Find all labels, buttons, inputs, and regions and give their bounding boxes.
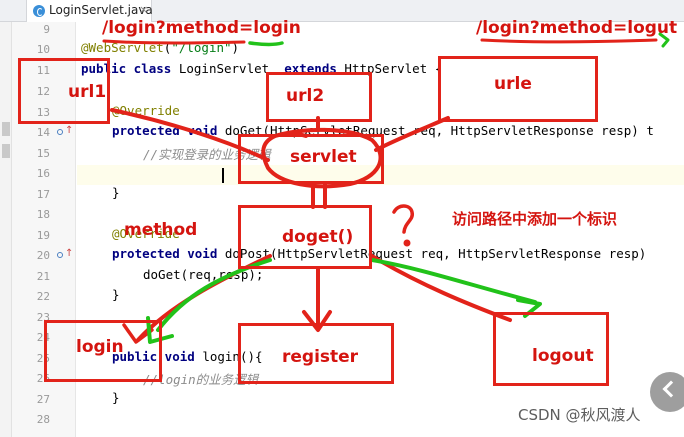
tab-login-servlet[interactable]: LoginServlet.java × [26, 0, 153, 22]
line-number: 12 [36, 85, 50, 98]
override-arrow-icon[interactable]: ↑ [65, 125, 74, 136]
tool-window-marker[interactable] [2, 122, 10, 136]
code-token: doPost(HttpServletRequest req, HttpServl… [217, 246, 647, 261]
line-number: 16 [36, 167, 50, 180]
line-number: 28 [36, 413, 50, 426]
logout-box [493, 312, 609, 386]
green-dash-logout [658, 32, 670, 48]
url2-label: url2 [286, 86, 325, 106]
servlet-box [238, 134, 384, 184]
code-token: login(){ [194, 349, 263, 364]
logout-label: logout [532, 346, 594, 366]
arrowhead-login-green [146, 316, 174, 344]
doget-box [238, 205, 372, 269]
code-editor[interactable]: @WebServlet("/login") public class Login… [77, 22, 684, 437]
breakpoint-icon[interactable] [57, 129, 63, 135]
code-line-22: } [112, 287, 120, 302]
line-number: 17 [36, 188, 50, 201]
close-icon[interactable]: × [139, 3, 149, 16]
code-token: ) [231, 40, 240, 55]
current-line-highlight [77, 165, 684, 185]
underline-login-url [102, 39, 246, 45]
line-number: 14 [36, 126, 50, 139]
keyword-token: public class [81, 61, 172, 76]
code-token: ( [163, 40, 172, 55]
login-url-label: /login?method=login [102, 18, 301, 38]
line-number: 27 [36, 393, 50, 406]
register-label: register [282, 347, 359, 367]
code-line-24: public void login(){ [112, 349, 263, 369]
line-number: 13 [36, 106, 50, 119]
code-line-26: } [112, 390, 120, 405]
java-class-icon [33, 5, 45, 17]
code-line-17: } [112, 185, 120, 200]
line-number: 21 [36, 270, 50, 283]
line-number: 11 [36, 64, 50, 77]
code-line-20: protected void doPost(HttpServletRequest… [112, 246, 646, 266]
servlet-label: servlet [290, 147, 357, 167]
line-number: 9 [43, 23, 50, 36]
text-cursor [222, 168, 224, 183]
keyword-token: protected void [112, 246, 218, 261]
keyword-token: public void [112, 349, 195, 364]
code-line-19: @Override [112, 226, 180, 246]
breakpoint-icon[interactable] [57, 252, 63, 258]
watermark: CSDN @秋风渡人 [518, 406, 641, 424]
line-number: 10 [36, 43, 50, 56]
scroll-up-icon [662, 380, 680, 398]
logout-url-label: /login?method=logut [476, 18, 678, 38]
line-number: 18 [36, 208, 50, 221]
tool-window-marker[interactable] [2, 144, 10, 158]
arrow-doget-to-logout-green [370, 258, 537, 304]
url2-box [266, 72, 372, 122]
register-box [238, 323, 394, 384]
arrow-urle-to-servlet [374, 116, 450, 152]
comment-token: //login的业务逻辑 [143, 372, 259, 387]
line-number: 19 [36, 229, 50, 242]
line-number: 20 [36, 249, 50, 262]
doget-label: doget() [282, 227, 354, 247]
green-dash-login [248, 41, 284, 47]
connector-servlet-doget [311, 182, 327, 209]
line-number: 15 [36, 147, 50, 160]
code-line-25: //login的业务逻辑 [143, 369, 258, 389]
line-number: 22 [36, 290, 50, 303]
arrowhead-register [302, 310, 332, 332]
note-label: 访问路径中添加一个标识 [452, 210, 618, 228]
override-arrow-icon[interactable]: ↑ [65, 248, 74, 259]
url1-label: url1 [68, 82, 107, 102]
method-label: method [124, 220, 198, 240]
arrow-doget-to-login-green [156, 258, 272, 332]
urle-box [438, 56, 598, 122]
code-line-21: doGet(req,resp); [143, 267, 264, 282]
urle-label: urle [494, 74, 532, 94]
login-label: login [76, 337, 124, 357]
underline-logout-url [480, 38, 658, 44]
question-dot [403, 239, 411, 247]
question-hook [392, 204, 415, 234]
code-token: LoginServlet [171, 61, 285, 76]
editor-tab-bar: LoginServlet.java × [0, 0, 684, 22]
arrow-url1-to-servlet [110, 108, 270, 162]
arrowhead-login-red [122, 323, 154, 344]
tool-window-strip [0, 22, 12, 437]
url1-box [18, 58, 110, 124]
login-box [44, 320, 162, 382]
annotation-token: @Override [112, 226, 180, 241]
scroll-up-button[interactable] [650, 372, 684, 412]
keyword-token: protected void [112, 123, 218, 138]
tab-file-name: LoginServlet.java [49, 3, 153, 17]
